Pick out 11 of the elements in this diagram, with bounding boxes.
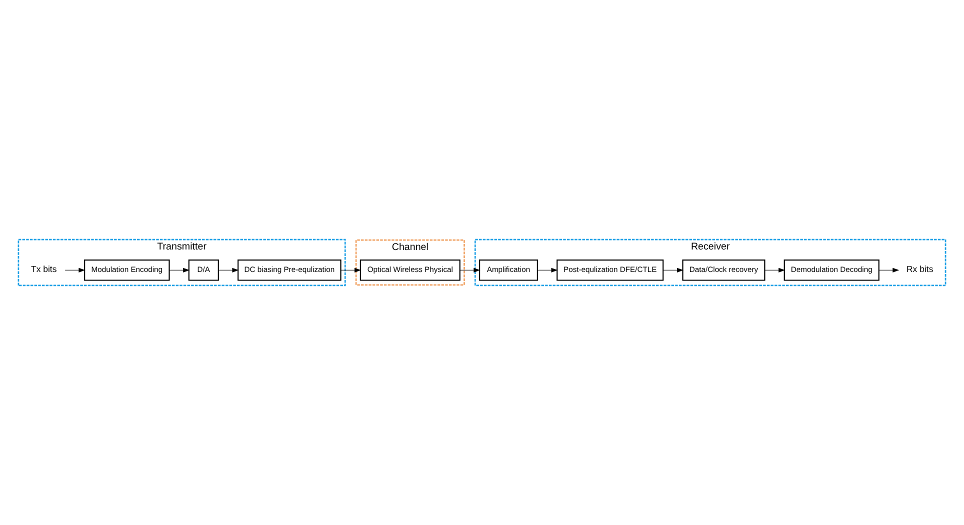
arrow [169, 268, 190, 272]
arrow [460, 268, 480, 272]
arrow [218, 268, 239, 272]
node-text: Rx bits [906, 264, 934, 274]
arrow [764, 268, 786, 272]
arrow [537, 268, 558, 272]
arrow [340, 268, 362, 272]
node-text: Tx bits [31, 264, 57, 274]
arrow [64, 268, 86, 272]
arrow [878, 268, 900, 272]
arrow [662, 268, 684, 272]
